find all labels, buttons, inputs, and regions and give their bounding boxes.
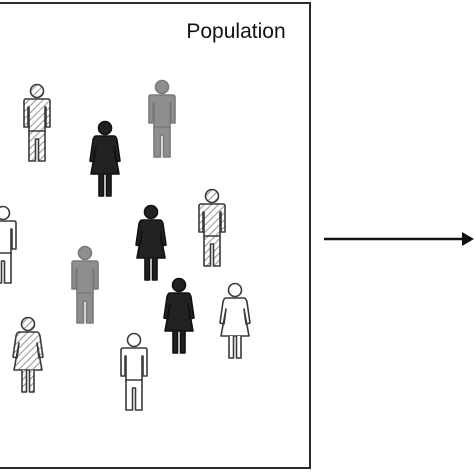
dress-shape [219,297,251,337]
person-dark-woman-1 [89,120,121,197]
legs-shape [172,331,186,354]
head-shape [77,245,93,261]
body-shape [23,98,51,133]
head-shape [171,277,187,293]
legs-shape [98,174,112,197]
person-outline-man-2 [120,332,148,411]
arrow-head-icon [462,232,474,246]
legs-shape [76,292,94,324]
dress-shape [135,219,167,259]
people-group [0,79,251,411]
dress-shape [12,331,44,371]
arrow [324,232,474,246]
legs-shape [28,130,46,162]
legs-shape [0,252,12,284]
head-shape [29,83,45,99]
person-outline-man-1 [0,205,17,284]
population-label: Population [186,20,285,43]
body-shape [198,203,226,238]
head-shape [20,316,36,332]
body-shape [71,260,99,295]
dress-shape [89,135,121,175]
legs-shape [203,235,221,267]
person-hatched-man-1 [23,83,51,162]
person-hatched-woman-1 [12,316,44,393]
body-shape [0,220,17,255]
person-dark-woman-2 [135,204,167,281]
body-shape [148,94,176,129]
legs-shape [228,336,242,359]
head-shape [126,332,142,348]
person-gray-man-2 [71,245,99,324]
head-shape [204,188,220,204]
head-shape [97,120,113,136]
person-outline-woman-1 [219,282,251,359]
head-shape [0,205,11,221]
dress-shape [163,292,195,332]
legs-shape [144,258,158,281]
head-shape [143,204,159,220]
head-shape [227,282,243,298]
body-shape [120,347,148,382]
person-gray-man-1 [148,79,176,158]
head-shape [154,79,170,95]
legs-shape [21,370,35,393]
person-dark-woman-3 [163,277,195,354]
legs-shape [153,126,171,158]
person-hatched-man-2 [198,188,226,267]
legs-shape [125,379,143,411]
